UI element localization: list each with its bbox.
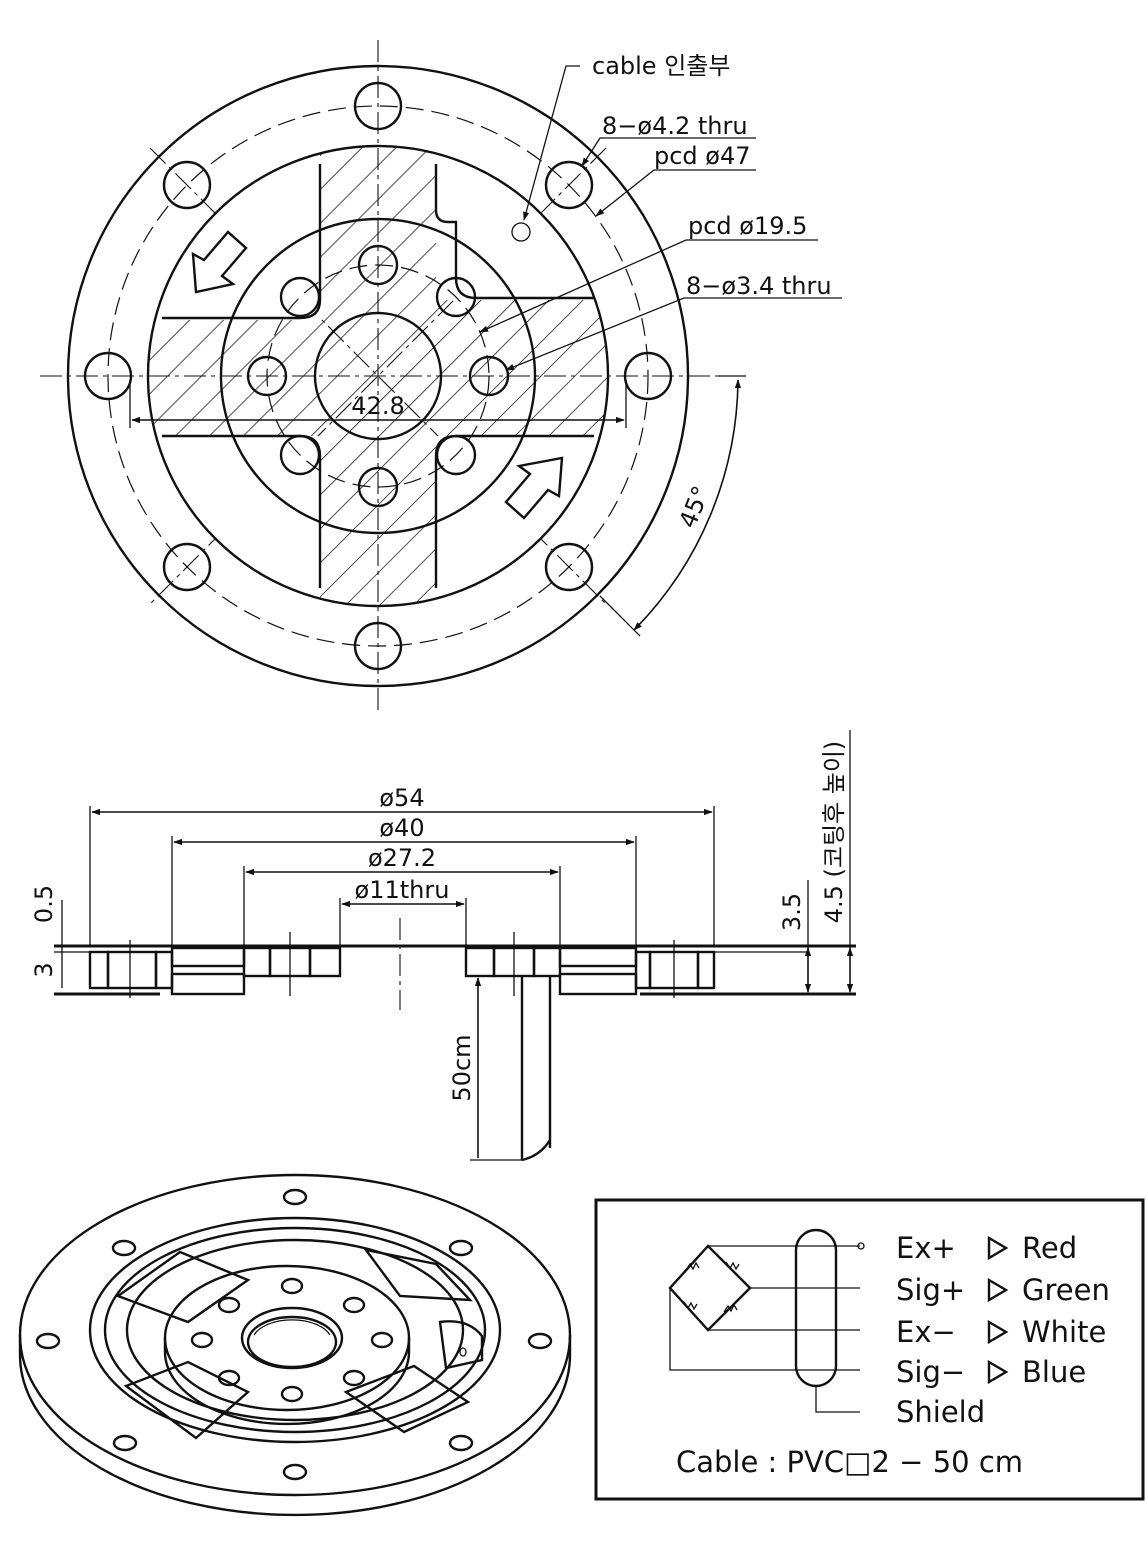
inner-hole-label: 8−ø3.4 thru xyxy=(686,272,832,300)
wiring-box xyxy=(594,1198,1145,1501)
dia-11-label: ø11thru xyxy=(355,876,450,904)
cable-exit-label: cable 인출부 xyxy=(592,52,730,80)
rotation-arrow-icon xyxy=(504,456,564,520)
dia-40-label: ø40 xyxy=(379,814,424,842)
outer-flange xyxy=(66,64,690,688)
wiring-diagram: Ex+ Sig+ Ex− Sig− Shield Red Green White… xyxy=(594,1198,1145,1501)
isometric-view xyxy=(18,1173,572,1517)
shield-label: Shield xyxy=(896,1395,985,1429)
angle-dimension: 45° xyxy=(674,482,716,532)
pin-sig-plus: Sig+ xyxy=(896,1273,965,1307)
top-view: 42.8 45° cable 인출부 8−ø4.2 thru pcd ø47 p… xyxy=(40,40,842,712)
pin-ex-minus: Ex− xyxy=(896,1315,956,1349)
center-bore xyxy=(313,311,443,441)
side-view: ø54 ø40 ø27.2 ø11thru 0.5 3 3.5 4.5 (코팅후… xyxy=(30,730,856,1162)
cable xyxy=(520,976,552,1162)
color-blue: Blue xyxy=(1022,1355,1086,1389)
cable-jacket-icon xyxy=(794,1228,838,1388)
hatched-ring xyxy=(146,144,610,608)
iso-hub xyxy=(163,1264,411,1412)
iso-hub-holes xyxy=(190,1277,394,1403)
color-white: White xyxy=(1022,1315,1106,1349)
thickness-3-label: 3 xyxy=(30,962,58,977)
pcd-inner-circle xyxy=(266,264,490,488)
bridge-icon xyxy=(668,1244,752,1332)
thickness-05-label: 0.5 xyxy=(30,885,58,923)
iso-outer-flange xyxy=(18,1173,572,1497)
height-45-label: 4.5 (코팅후 높이) xyxy=(820,741,848,924)
dia-27-label: ø27.2 xyxy=(368,844,436,872)
pcd-outer-circle xyxy=(107,105,649,647)
inner-pcd-label: pcd ø19.5 xyxy=(688,212,807,240)
width-dimension: 42.8 xyxy=(351,392,404,420)
cable-spec: Cable : PVC□2 − 50 cm xyxy=(676,1445,1023,1479)
triangle-icons xyxy=(987,1235,1009,1385)
color-red: Red xyxy=(1022,1231,1077,1265)
iso-flange-holes xyxy=(35,1188,553,1481)
height-35-label: 3.5 xyxy=(778,893,806,931)
cable-length-label: 50cm xyxy=(448,1034,476,1101)
pin-ex-plus: Ex+ xyxy=(896,1231,956,1265)
color-green: Green xyxy=(1022,1273,1110,1307)
inner-holes xyxy=(246,222,531,508)
outer-holes xyxy=(83,81,673,671)
outer-hole-label: 8−ø4.2 thru xyxy=(602,112,748,140)
pin-sig-minus: Sig− xyxy=(896,1355,965,1389)
rotation-arrow-icon xyxy=(191,230,248,294)
outer-pcd-label: pcd ø47 xyxy=(654,142,751,170)
dia-54-label: ø54 xyxy=(379,784,424,812)
